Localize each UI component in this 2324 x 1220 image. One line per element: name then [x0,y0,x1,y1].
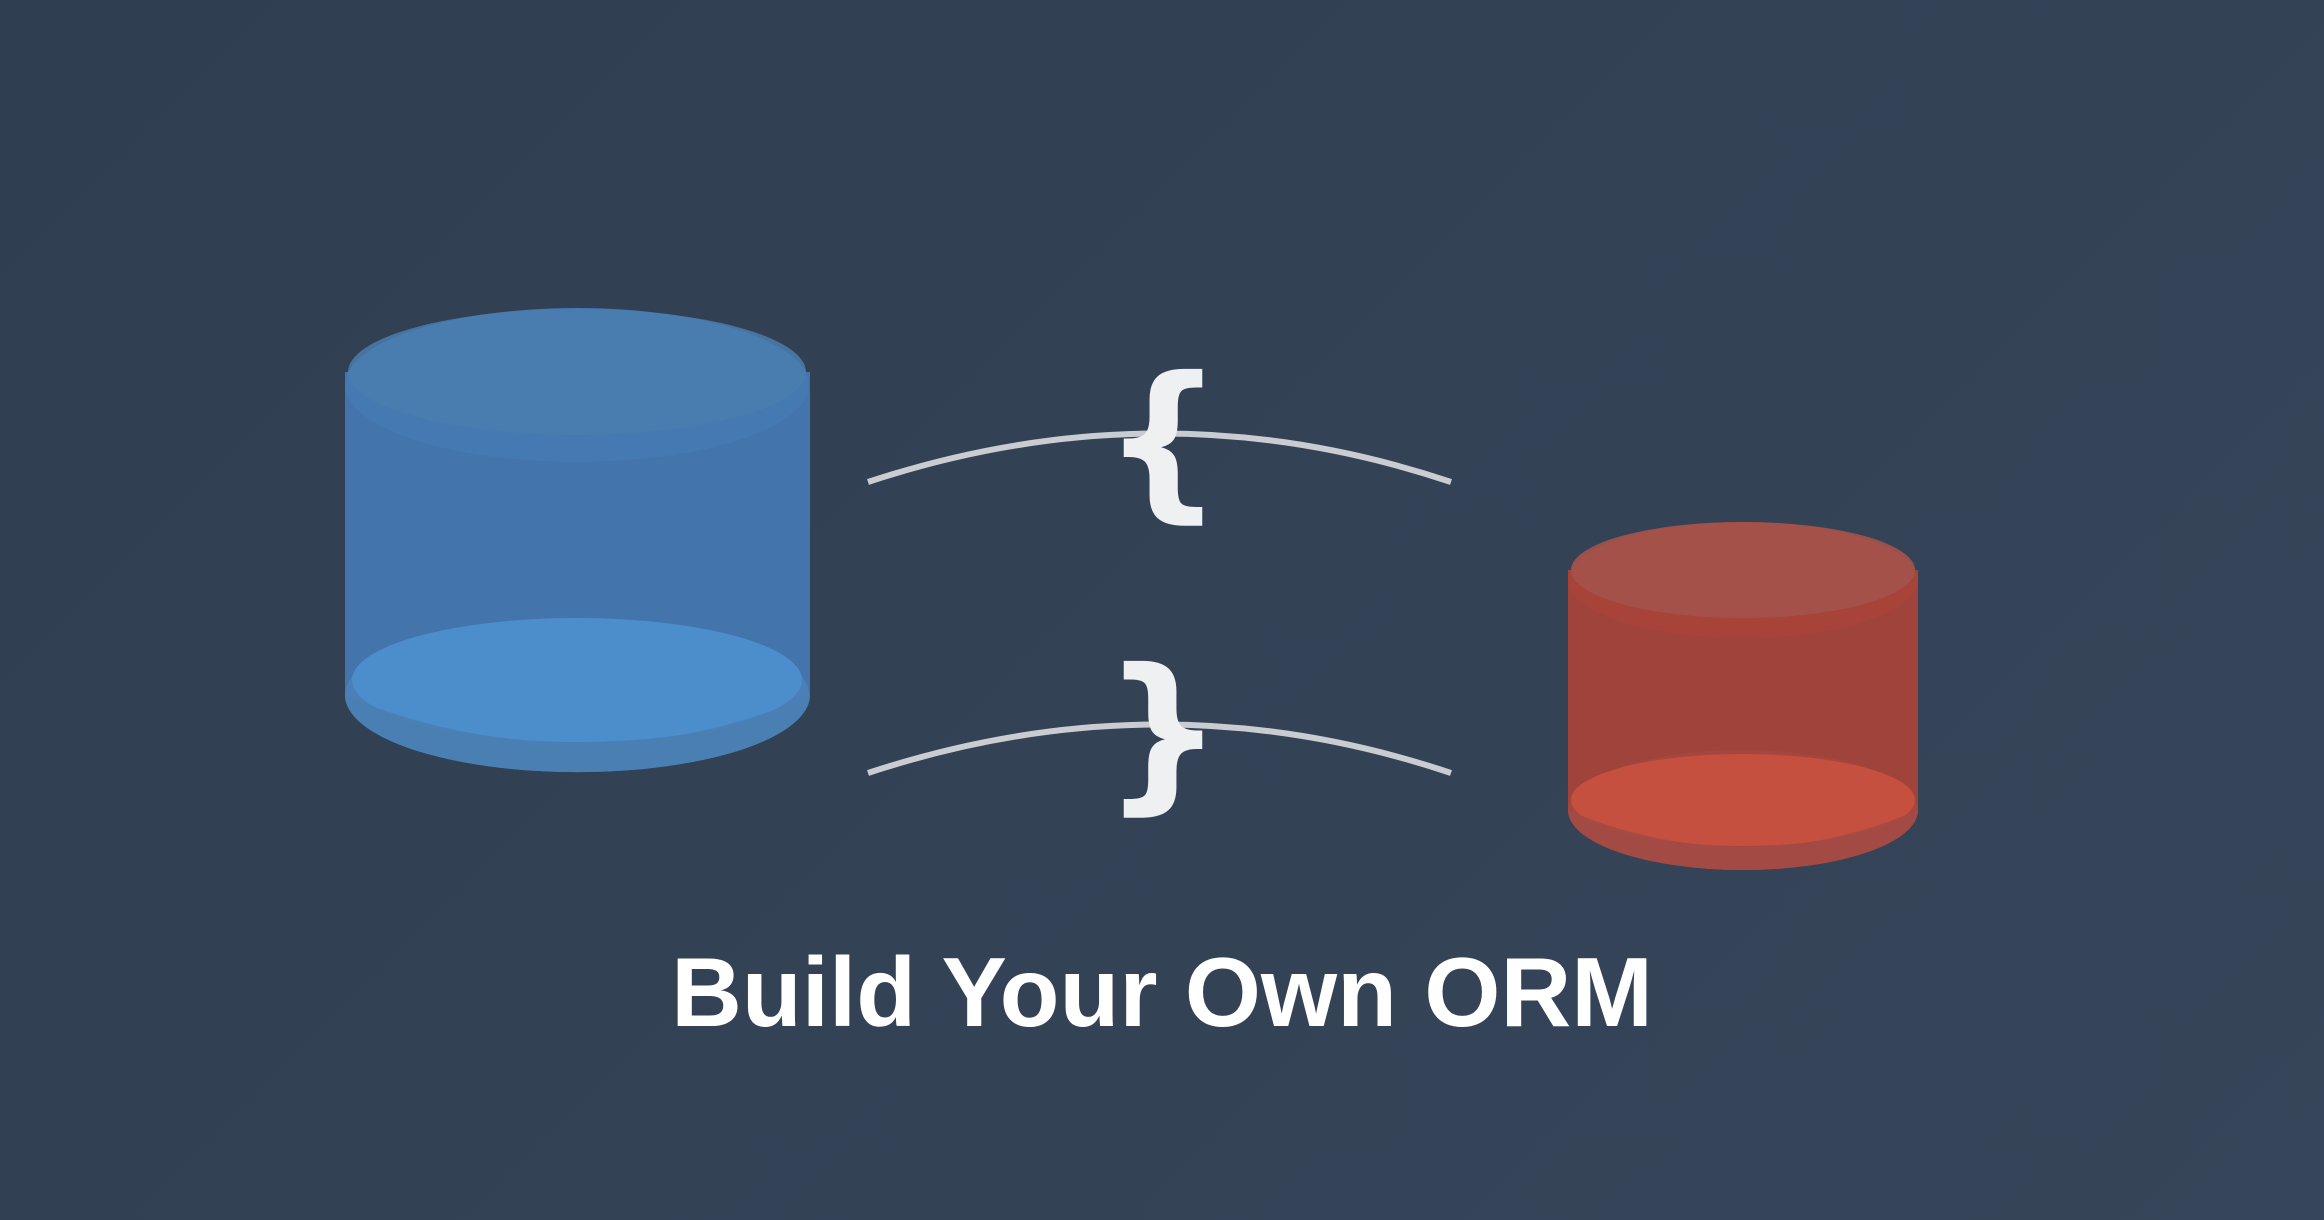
open-brace-glyph: { [1102,341,1223,539]
top-arc-line [867,430,1452,485]
bottom-arc-line [867,721,1452,776]
left-database-icon [345,308,810,773]
close-brace-glyph: } [1102,633,1223,831]
page-title: Build Your Own ORM [671,937,1653,1047]
bottom-connector: } [867,633,1452,831]
right-database-icon [1568,522,1918,870]
top-connector: { [867,341,1452,539]
